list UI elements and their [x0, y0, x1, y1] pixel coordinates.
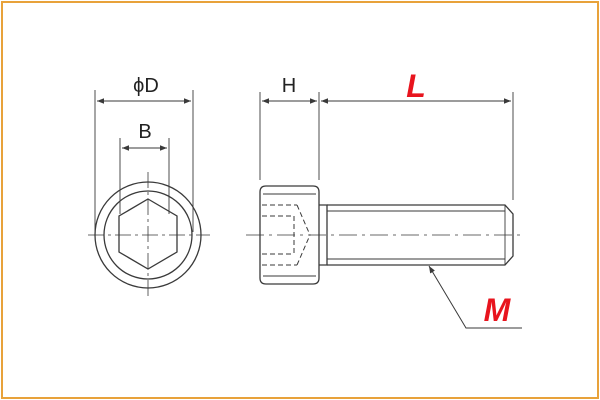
label-diameter: ϕD [133, 75, 159, 97]
label-length: L [406, 68, 426, 104]
head-outer-circle [94, 181, 202, 289]
side-view [246, 92, 522, 329]
hex-socket [118, 198, 178, 270]
screw-head-outline [259, 185, 320, 285]
thread-leader-line [428, 265, 522, 329]
thread-body [327, 204, 514, 266]
head-inner-circle [103, 190, 193, 280]
label-hex-width: B [138, 121, 151, 143]
shank-outline [319, 204, 328, 266]
end-view [88, 90, 210, 298]
label-head-height: H [282, 75, 296, 97]
label-thread: M [484, 292, 512, 328]
